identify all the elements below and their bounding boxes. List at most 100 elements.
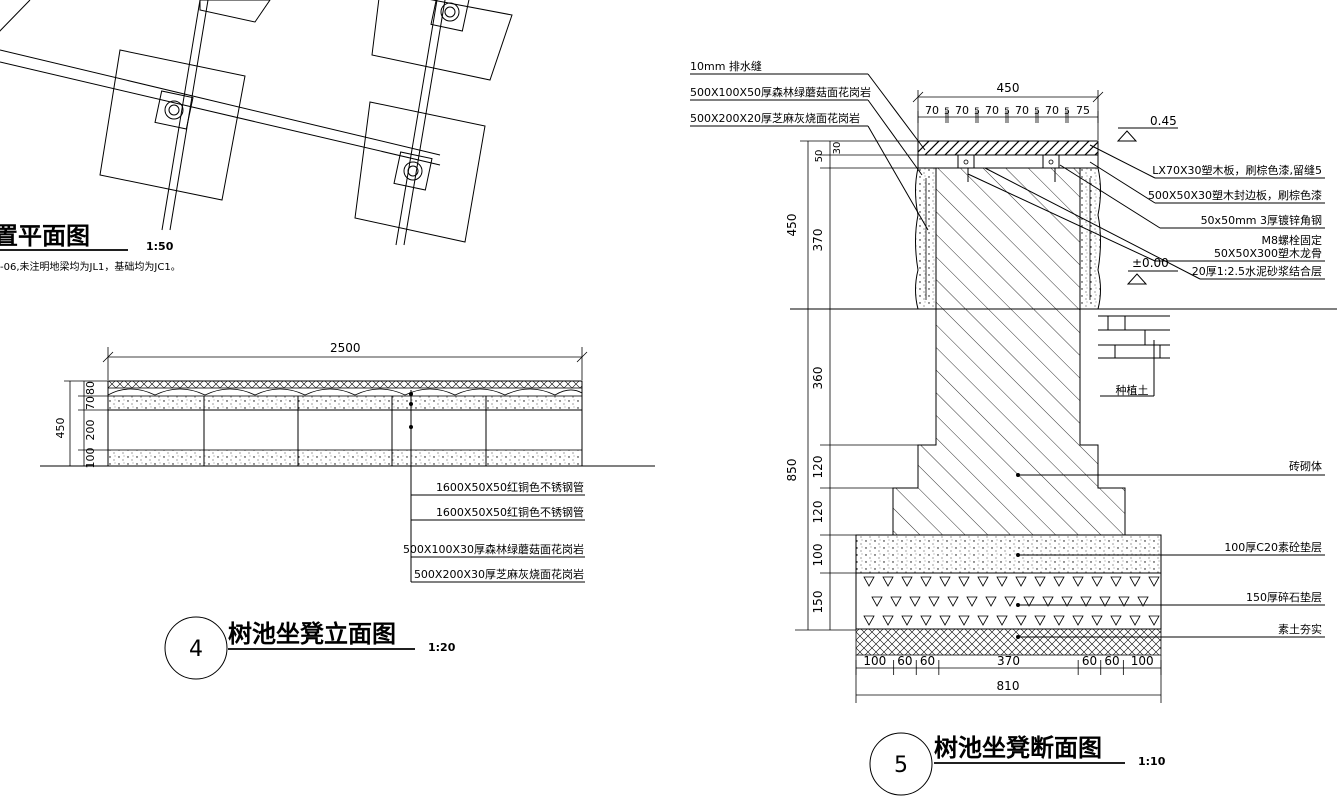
elev-callout: 500X100X30厚森林绿蘑菇面花岗岩 — [403, 542, 584, 556]
gravel-mark — [977, 576, 989, 587]
elevation-view: 2500 450 100 200 70 80 — [40, 341, 655, 680]
dim-label: 100 — [84, 448, 97, 469]
column-circle — [403, 161, 423, 181]
section-right-callout: 50x50mm 3厚镀锌角钢 — [1201, 213, 1322, 227]
section-right-callout: 50X50X300塑木龙骨 — [1214, 246, 1322, 260]
gravel-mark — [1023, 596, 1035, 607]
soil-symbol — [1098, 315, 1170, 397]
dim-label: 5 — [1034, 107, 1040, 117]
elev-scale: 1:20 — [428, 641, 456, 654]
dim-label: 70 — [985, 104, 999, 117]
section-number-circle — [869, 732, 933, 796]
dim-label: 70 — [925, 104, 939, 117]
elev-callout: 1600X50X50红铜色不锈钢管 — [436, 480, 584, 494]
gravel-mark — [1129, 576, 1141, 587]
gravel-mark — [947, 596, 959, 607]
dim-label: 360 — [811, 367, 825, 390]
dim-label: 850 — [785, 459, 799, 482]
dim-label: 60 — [897, 654, 912, 668]
gravel-mark — [1099, 596, 1111, 607]
dim-label: 60 — [920, 654, 935, 668]
section-right-callout: 500X50X30塑木封边板，刷棕色漆 — [1148, 188, 1322, 202]
gravel-mark — [1118, 596, 1130, 607]
label-soil: 种植土 — [1116, 383, 1149, 397]
section-title: 树池坐凳断面图 — [934, 734, 1102, 762]
dim-label: 5 — [974, 107, 980, 117]
level-ground: ±0.00 — [1132, 256, 1169, 270]
plan-note: -06,未注明地梁均为JL1，基础均为JC1。 — [0, 260, 181, 273]
dim-label: 5 — [1064, 107, 1070, 117]
dim-label: 100 — [863, 654, 886, 668]
column-circle — [440, 2, 460, 22]
gravel-mark — [1110, 576, 1122, 587]
gravel-mark — [1053, 615, 1065, 626]
label-gravel: 150厚碎石垫层 — [1246, 590, 1322, 604]
dim-label: 100 — [811, 544, 825, 567]
gravel-mark — [996, 615, 1008, 626]
plan-title: 置平面图 — [0, 222, 90, 250]
dim-label: 70 — [84, 396, 97, 410]
section-number: 5 — [894, 753, 908, 778]
gravel-layer — [855, 572, 1162, 630]
dim-label: 70 — [1045, 104, 1059, 117]
gravel-mark — [966, 596, 978, 607]
wood-top — [107, 380, 583, 389]
wood-seat — [917, 140, 1099, 156]
gravel-mark — [1015, 576, 1027, 587]
dim-label: 50 — [814, 150, 825, 163]
gravel-mark — [1072, 615, 1084, 626]
gravel-mark — [1148, 576, 1160, 587]
level-top: 0.45 — [1150, 114, 1177, 128]
dim-label: 5 — [944, 107, 950, 117]
concrete-layer — [855, 534, 1162, 574]
dim-label: 60 — [1082, 654, 1097, 668]
gravel-mark — [1015, 615, 1027, 626]
gravel-mark — [939, 576, 951, 587]
gravel-mark — [901, 615, 913, 626]
plan-pad — [354, 101, 486, 243]
section-left-callout: 500X100X50厚森林绿蘑菇面花岗岩 — [690, 85, 871, 99]
dim-label: 200 — [84, 420, 97, 441]
gravel-mark — [871, 596, 883, 607]
gravel-mark — [1137, 596, 1149, 607]
gravel-mark — [1042, 596, 1054, 607]
dim-label: 30 — [832, 142, 843, 155]
plan-view: 置平面图 1:50 -06,未注明地梁均为JL1，基础均为JC1。 — [0, 0, 513, 273]
elev-width-dim: 2500 — [330, 341, 361, 355]
gravel-mark — [1110, 615, 1122, 626]
section-right-callout: M8螺栓固定 — [1262, 233, 1323, 247]
plan-pad — [99, 49, 246, 201]
dim-label: 150 — [811, 591, 825, 614]
dim-label: 60 — [1104, 654, 1119, 668]
gravel-mark — [985, 596, 997, 607]
elev-callout: 500X200X30厚芝麻灰烧面花岗岩 — [414, 567, 584, 581]
gravel-mark — [1091, 576, 1103, 587]
gravel-mark — [1129, 615, 1141, 626]
dim-label: 70 — [1015, 104, 1029, 117]
dim-label: 120 — [811, 456, 825, 479]
gravel-mark — [928, 596, 940, 607]
dim-label: 120 — [811, 501, 825, 524]
gravel-mark — [863, 615, 875, 626]
section-left-callout: 10mm 排水缝 — [690, 59, 762, 73]
plan-pad — [371, 0, 513, 81]
dim-label: 75 — [1076, 104, 1090, 117]
elev-height-dim: 450 — [54, 418, 67, 439]
dim-label: 70 — [955, 104, 969, 117]
gravel-mark — [901, 576, 913, 587]
gravel-mark — [909, 596, 921, 607]
elev-title: 树池坐凳立面图 — [228, 620, 396, 648]
gravel-mark — [1148, 615, 1160, 626]
gravel-mark — [890, 596, 902, 607]
elev-callout: 1600X50X50红铜色不锈钢管 — [436, 505, 584, 519]
compacted-soil — [855, 628, 1162, 656]
section-scale: 1:10 — [1138, 755, 1166, 768]
gravel-mark — [1034, 576, 1046, 587]
gravel-mark — [1061, 596, 1073, 607]
gravel-mark — [1034, 615, 1046, 626]
dim-label: 5 — [1004, 107, 1010, 117]
plan-pad — [199, 0, 271, 23]
gravel-mark — [996, 576, 1008, 587]
